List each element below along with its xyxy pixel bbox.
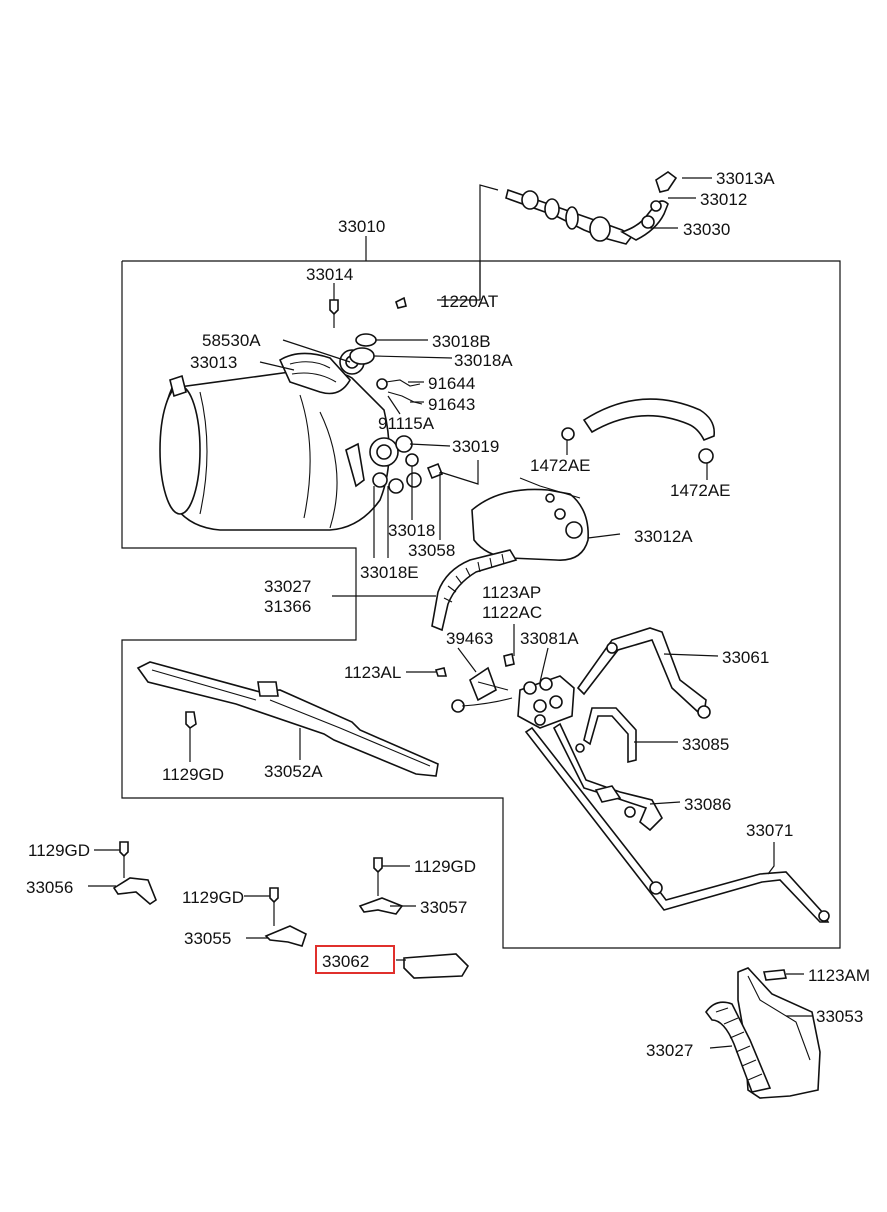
flex-pipe-part xyxy=(431,549,518,632)
label-33030[interactable]: 33030 xyxy=(683,220,730,239)
label-33018B[interactable]: 33018B xyxy=(432,332,491,351)
label-1129GD-right[interactable]: 1129GD xyxy=(414,857,476,876)
tail-pipe-part xyxy=(505,171,678,245)
label-33014[interactable]: 33014 xyxy=(306,265,353,284)
label-33071[interactable]: 33071 xyxy=(746,821,793,840)
label-1472AE-upper[interactable]: 1472AE xyxy=(530,456,591,475)
label-1123AP[interactable]: 1123AP xyxy=(482,583,541,602)
leader-lines xyxy=(88,236,812,1049)
bracket-33057-part xyxy=(358,857,404,915)
main-muffler-part xyxy=(159,349,399,531)
label-33058[interactable]: 33058 xyxy=(408,541,455,560)
label-1123AM[interactable]: 1123AM xyxy=(808,966,870,985)
pipe-33085-part xyxy=(583,707,637,764)
highlight-box-33062 xyxy=(315,945,395,974)
label-91115A[interactable]: 91115A xyxy=(378,414,435,433)
label-33081A[interactable]: 33081A xyxy=(520,629,579,648)
label-33055[interactable]: 33055 xyxy=(184,929,231,948)
label-91643[interactable]: 91643 xyxy=(428,395,475,414)
label-33062[interactable]: 33062 xyxy=(322,952,369,971)
label-33013A[interactable]: 33013A xyxy=(716,169,775,188)
bracket-33056-part xyxy=(112,841,157,906)
label-33018[interactable]: 33018 xyxy=(388,521,435,540)
label-1123AL[interactable]: 1123AL xyxy=(344,663,401,682)
label-31366[interactable]: 31366 xyxy=(264,597,311,616)
label-1129GD-bar[interactable]: 1129GD xyxy=(162,765,224,784)
label-33018A[interactable]: 33018A xyxy=(454,351,513,370)
label-33053[interactable]: 33053 xyxy=(816,1007,863,1026)
label-33018E[interactable]: 33018E xyxy=(360,563,419,582)
label-33061[interactable]: 33061 xyxy=(722,648,769,667)
pipe-33061-part xyxy=(576,627,707,716)
label-39463[interactable]: 39463 xyxy=(446,629,493,648)
label-1122AC[interactable]: 1122AC xyxy=(482,603,542,622)
label-33012A[interactable]: 33012A xyxy=(634,527,693,546)
label-33086[interactable]: 33086 xyxy=(684,795,731,814)
label-33056[interactable]: 33056 xyxy=(26,878,73,897)
pad-33062-part xyxy=(403,953,470,979)
pipe-33071-part xyxy=(524,726,830,923)
label-1129GD-middle[interactable]: 1129GD xyxy=(182,888,244,907)
label-1472AE-lower[interactable]: 1472AE xyxy=(670,481,731,500)
label-33027-center[interactable]: 33027 xyxy=(264,577,311,596)
label-1129GD-left[interactable]: 1129GD xyxy=(28,841,90,860)
bracket-33055-part xyxy=(264,887,307,947)
label-1220AT[interactable]: 1220AT xyxy=(440,292,498,311)
part-labels: 33013A 33012 33030 33010 33014 1220AT 58… xyxy=(26,169,870,1060)
label-33052A[interactable]: 33052A xyxy=(264,762,323,781)
assembly-frame xyxy=(121,260,841,949)
label-91644[interactable]: 91644 xyxy=(428,374,475,393)
label-33027-lower[interactable]: 33027 xyxy=(646,1041,693,1060)
label-33057[interactable]: 33057 xyxy=(420,898,467,917)
flex-pipe-lower-part xyxy=(705,1001,772,1093)
rubber-hose-part xyxy=(582,398,716,442)
valve-block-part xyxy=(451,666,575,729)
label-33012[interactable]: 33012 xyxy=(700,190,747,209)
label-33085[interactable]: 33085 xyxy=(682,735,729,754)
label-33019[interactable]: 33019 xyxy=(452,437,499,456)
label-33010[interactable]: 33010 xyxy=(338,217,385,236)
label-58530A[interactable]: 58530A xyxy=(202,331,261,350)
label-33013[interactable]: 33013 xyxy=(190,353,237,372)
